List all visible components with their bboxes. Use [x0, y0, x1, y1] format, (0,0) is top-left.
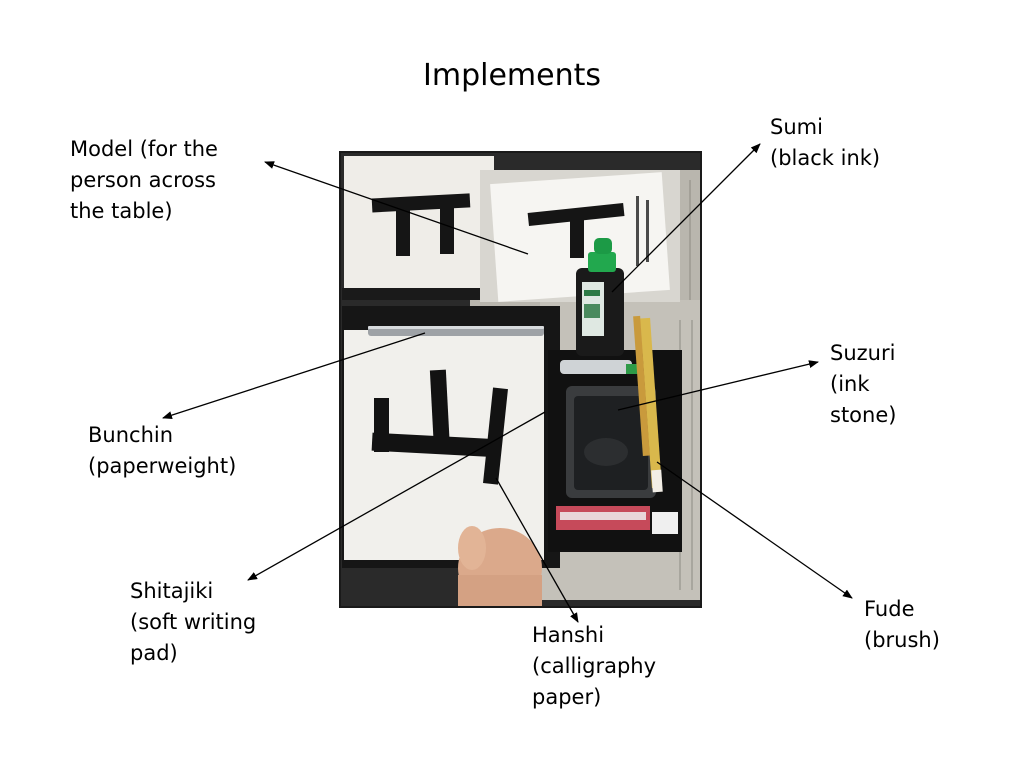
label-suzuri: Suzuri (ink stone): [830, 341, 897, 427]
label-model: Model (for the person across the table): [70, 137, 218, 223]
slide-title: Implements: [423, 58, 601, 93]
label-bunchin: Bunchin (paperweight): [88, 423, 237, 478]
label-fude: Fude (brush): [864, 597, 940, 652]
label-hanshi: Hanshi (calligraphy paper): [532, 623, 657, 709]
label-sumi: Sumi (black ink): [770, 115, 881, 170]
label-shitajiki: Shitajiki (soft writing pad): [130, 579, 257, 665]
